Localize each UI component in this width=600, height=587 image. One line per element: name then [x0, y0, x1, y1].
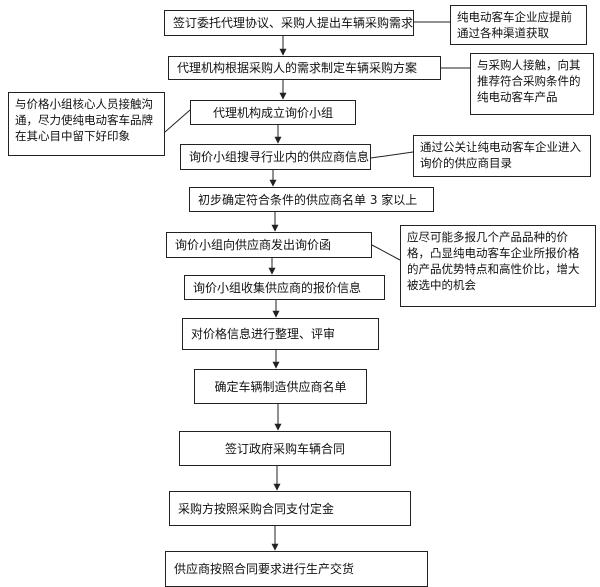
- step-collect-quotes: 询价小组收集供应商的报价信息: [184, 275, 385, 300]
- note-contact-purchaser: 与采购人接触，向其推荐符合采购条件的纯电动客车产品: [470, 53, 594, 115]
- step-sign-agreement: 签订委托代理协议、采购人提出车辆采购需求: [164, 10, 414, 36]
- step-review-prices: 对价格信息进行整理、评审: [182, 318, 379, 350]
- step-form-inquiry-group: 代理机构成立询价小组: [190, 100, 356, 125]
- step-make-plan: 代理机构根据采购人的需求制定车辆采购方案: [168, 56, 441, 80]
- note-get-info-early: 纯电动客车企业应提前通过各种渠道获取: [450, 5, 587, 45]
- note-connector-3: [164, 109, 191, 133]
- step-pay-deposit: 采购方按照采购合同支付定金: [169, 491, 411, 526]
- step-produce-deliver: 供应商按照合同要求进行生产交货: [165, 551, 428, 587]
- step-confirm-supplier: 确定车辆制造供应商名单: [194, 369, 367, 404]
- step-send-inquiry: 询价小组向供应商发出询价函: [166, 232, 372, 258]
- note-pr-supplier-list: 通过公关让纯电动客车企业进入询价的供应商目录: [413, 135, 591, 177]
- step-shortlist-suppliers: 初步确定符合条件的供应商名单 3 家以上: [189, 187, 434, 212]
- note-contact-price-group: 与价格小组核心人员接触沟通，尽力使纯电动客车品牌在其心目中留下好印象: [8, 92, 165, 156]
- step-search-suppliers: 询价小组搜寻行业内的供应商信息: [180, 144, 371, 170]
- note-connector-5: [371, 244, 401, 261]
- note-connector-4: [370, 151, 414, 159]
- note-quote-strategy: 应尽可能多报几个产品品种的价格，凸显纯电动客车企业所报价格的产品优势特点和高性价…: [400, 225, 596, 307]
- step-sign-contract: 签订政府采购车辆合同: [179, 431, 391, 466]
